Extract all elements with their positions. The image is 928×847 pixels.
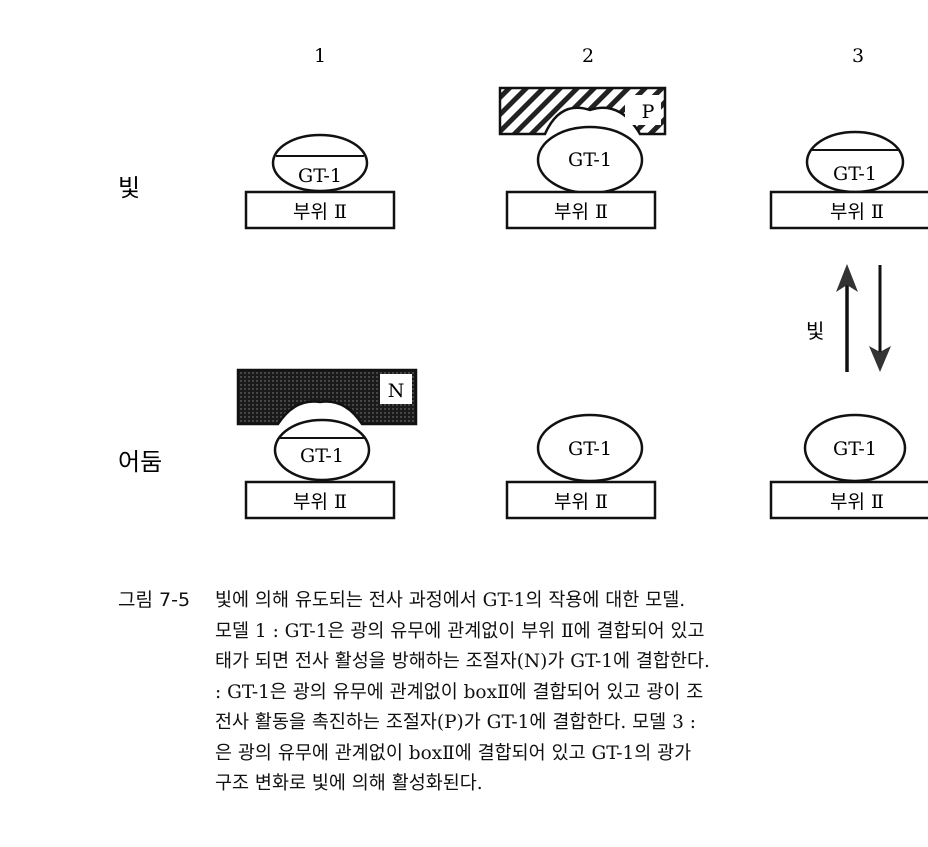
dark-model-3: GT-1 부위 Ⅱ (769, 413, 928, 520)
arrow-down-icon (869, 346, 891, 372)
caption-line: 태가 되면 전사 활성을 방해하는 조절자(N)가 GT-1에 결합한다. (215, 651, 710, 672)
gt1-label: GT-1 (300, 445, 344, 467)
row-label-light: 빛 (118, 174, 140, 202)
column-label-3: 3 (852, 45, 864, 67)
gt1-protein (273, 418, 371, 482)
column-label-2: 2 (582, 45, 594, 67)
site-ii-label: 부위 Ⅱ (830, 201, 884, 223)
gt1-model-diagram: 1 2 3 빛 어둠 GT-1 부위 Ⅱ P GT-1 부위 Ⅱ GT-1 부위… (118, 45, 928, 520)
light-model-1: GT-1 부위 Ⅱ (244, 133, 396, 230)
site-ii-box (505, 190, 657, 230)
regulator-n-label: N (388, 380, 405, 402)
site-ii-label: 부위 Ⅱ (554, 491, 608, 513)
caption-line: 은 광의 유무에 관계없이 boxⅡ에 결합되어 있고 GT-1의 광가 (215, 742, 692, 764)
gt1-label: GT-1 (833, 163, 877, 185)
site-ii-box (769, 190, 928, 230)
figure-number: 그림 7-5 (118, 589, 191, 611)
dark-model-1: N GT-1 부위 Ⅱ (236, 368, 418, 520)
gt1-label: GT-1 (568, 438, 612, 460)
arrow-label-light: 빛 (806, 319, 824, 343)
light-model-2: P GT-1 부위 Ⅱ (498, 86, 667, 230)
site-ii-label: 부위 Ⅱ (293, 201, 347, 223)
light-transition-arrows: 빛 (806, 264, 891, 372)
site-ii-box (769, 480, 928, 520)
light-model-3: GT-1 부위 Ⅱ (769, 130, 928, 230)
caption-line: 모델 1 : GT-1은 광의 유무에 관계없이 부위 Ⅱ에 결합되어 있고 (215, 620, 705, 642)
positive-regulator-p (498, 86, 667, 136)
gt1-label: GT-1 (298, 165, 342, 187)
row-label-dark: 어둠 (118, 448, 162, 476)
negative-regulator-n (236, 368, 418, 426)
site-ii-box (244, 190, 396, 230)
arrow-up-icon (836, 264, 858, 292)
dark-model-2: GT-1 부위 Ⅱ (505, 413, 657, 520)
caption-line: 전사 활동을 촉진하는 조절자(P)가 GT-1에 결합한다. 모델 3 : (215, 712, 696, 733)
gt1-label: GT-1 (568, 149, 612, 171)
caption-line: : GT-1은 광의 유무에 관계없이 boxⅡ에 결합되어 있고 광이 조 (215, 681, 704, 703)
column-label-1: 1 (314, 45, 326, 67)
site-ii-label: 부위 Ⅱ (554, 201, 608, 223)
site-ii-box (244, 480, 396, 520)
gt1-label: GT-1 (833, 438, 877, 460)
regulator-p-label: P (642, 101, 655, 123)
site-ii-label: 부위 Ⅱ (830, 491, 884, 513)
site-ii-box (505, 480, 657, 520)
caption-line: 구조 변화로 빛에 의해 활성화된다. (215, 773, 483, 794)
site-ii-label: 부위 Ⅱ (293, 491, 347, 513)
